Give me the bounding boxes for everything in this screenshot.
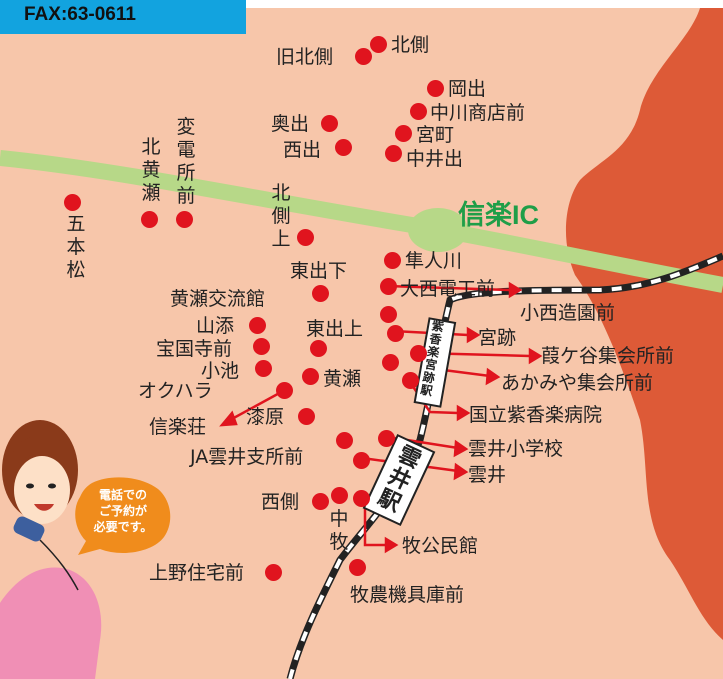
stop-dot xyxy=(427,80,444,97)
reservation-callout: 電話での ご予約が 必要です。 xyxy=(72,475,174,557)
stop-label: 信楽荘 xyxy=(149,416,207,438)
stop-dot xyxy=(384,252,401,269)
stop-dot xyxy=(331,487,348,504)
stop-label: 黄瀬 xyxy=(323,368,362,390)
stop-dot xyxy=(255,360,272,377)
callout-shape xyxy=(75,477,171,555)
stop-dot xyxy=(249,317,266,334)
stop-label: オクハラ xyxy=(138,380,213,402)
stop-dot xyxy=(395,125,412,142)
stop-dot xyxy=(335,139,352,156)
stop-label: 漆原 xyxy=(246,406,285,428)
stop-label: 黄瀬交流館 xyxy=(170,288,266,310)
interchange-area xyxy=(408,208,468,252)
stop-dot xyxy=(385,145,402,162)
stop-dot xyxy=(253,338,270,355)
stop-dot xyxy=(298,408,315,425)
stop-label: 中川商店前 xyxy=(430,102,526,124)
stop-dot xyxy=(312,285,329,302)
stop-label: 雲井小学校 xyxy=(468,438,564,460)
stop-label: 北黄瀬 xyxy=(141,136,161,204)
callout-line: ご予約が xyxy=(98,504,147,518)
stop-label: 旧北側 xyxy=(276,46,334,68)
stop-dot xyxy=(64,194,81,211)
stop-label: 大西電工前 xyxy=(400,278,496,300)
stop-label: 牧公民館 xyxy=(402,535,479,557)
stop-dot xyxy=(402,372,419,389)
stop-dot xyxy=(321,115,338,132)
stop-label: 北側 xyxy=(391,34,430,56)
stop-label: JA雲井支所前 xyxy=(190,446,304,468)
stop-label: 隼人川 xyxy=(405,250,463,272)
stop-label: 東出上 xyxy=(306,318,364,340)
stop-label: 変電所前 xyxy=(176,116,196,207)
stop-dot xyxy=(302,368,319,385)
stop-label: 宮町 xyxy=(416,124,455,146)
stop-dot xyxy=(380,278,397,295)
stop-label: 西出 xyxy=(283,139,322,161)
stop-label: 奥出 xyxy=(271,113,310,135)
stop-label: 宮跡 xyxy=(478,327,517,349)
stop-label: 小西造園前 xyxy=(520,302,616,324)
stop-label: 中牧 xyxy=(329,508,349,553)
stop-dot xyxy=(310,340,327,357)
callout-line: 必要です。 xyxy=(93,520,153,534)
stop-label: 中井出 xyxy=(406,148,464,170)
stop-dot xyxy=(265,564,282,581)
stop-label: 小池 xyxy=(201,360,240,382)
stop-label: あかみや集会所前 xyxy=(501,372,654,394)
stop-label: 山添 xyxy=(196,315,235,337)
stop-label: 五本松 xyxy=(66,213,86,281)
stop-dot xyxy=(353,452,370,469)
stop-label: 牧農機具庫前 xyxy=(350,584,465,606)
stop-label: 岡出 xyxy=(448,78,487,100)
stop-label: 北側上 xyxy=(271,182,291,250)
callout-text: 電話での ご予約が 必要です。 xyxy=(82,487,164,535)
stop-label: 国立紫香楽病院 xyxy=(469,404,603,426)
stop-label: 宝国寺前 xyxy=(156,338,233,360)
stop-dot xyxy=(276,382,293,399)
interchange-label: 信楽IC xyxy=(458,200,539,230)
stop-dot xyxy=(410,103,427,120)
stop-dot xyxy=(355,48,372,65)
stop-dot xyxy=(349,559,366,576)
stop-dot xyxy=(297,229,314,246)
stop-dot xyxy=(312,493,329,510)
stop-dot xyxy=(378,430,395,447)
stop-label: 葭ケ谷集会所前 xyxy=(541,345,675,367)
stop-dot xyxy=(336,432,353,449)
stop-label: 東出下 xyxy=(290,260,348,282)
stop-dot xyxy=(370,36,387,53)
stop-dot xyxy=(380,306,397,323)
station-kumoi-box xyxy=(362,433,436,527)
land-area xyxy=(0,8,723,679)
fax-number: FAX:63-0611 xyxy=(0,0,246,34)
stop-label: 西側 xyxy=(261,491,300,513)
stop-dot xyxy=(387,325,404,342)
stop-dot xyxy=(353,490,370,507)
mountain-area xyxy=(565,8,723,640)
stop-dot xyxy=(410,345,427,362)
stop-label: 上野住宅前 xyxy=(149,562,245,584)
stop-dot xyxy=(382,354,399,371)
stop-dot xyxy=(141,211,158,228)
stop-label: 雲井 xyxy=(468,464,507,486)
stop-dot xyxy=(176,211,193,228)
callout-line: 電話での xyxy=(98,488,147,502)
